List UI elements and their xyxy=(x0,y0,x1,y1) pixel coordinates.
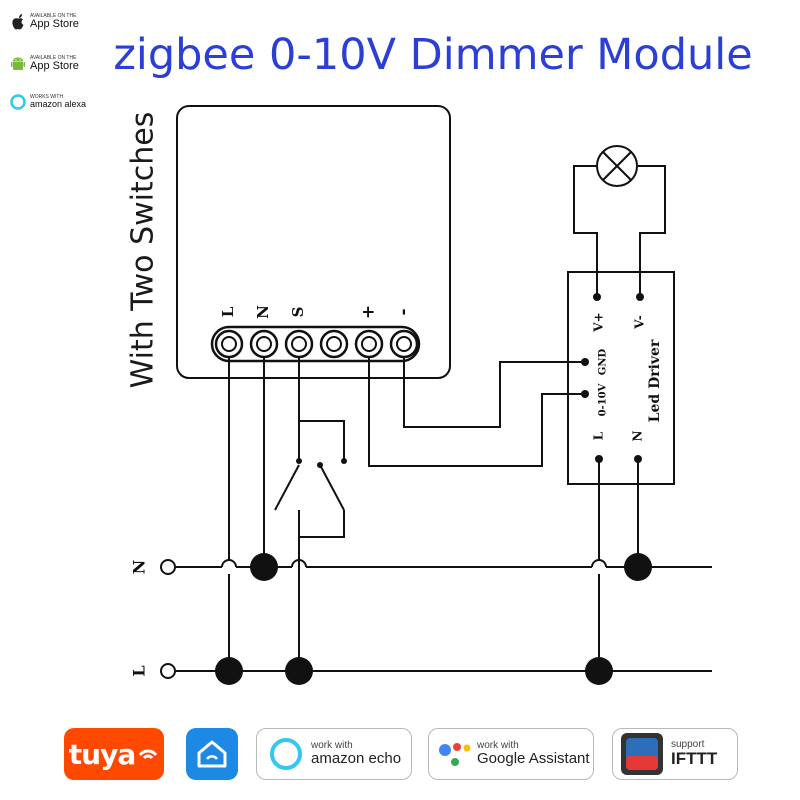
terminal-label-n: N xyxy=(254,305,272,319)
driver-label-gnd: GND xyxy=(598,348,609,375)
alexa-icon xyxy=(10,94,26,110)
alexa-icon xyxy=(270,738,302,770)
google-small-text: work with xyxy=(477,740,519,752)
driver-label-l: L xyxy=(592,431,606,440)
smart-home-badge[interactable] xyxy=(186,728,238,780)
android-icon xyxy=(10,56,26,72)
ifttt-small-text: support xyxy=(671,739,705,751)
terminal-label-l: L xyxy=(219,306,237,317)
terminal-screws xyxy=(214,329,419,359)
home-icon xyxy=(197,740,227,768)
terminal-label-plus: + xyxy=(359,305,379,319)
page-title: zigbee 0-10V Dimmer Module xyxy=(113,30,753,80)
google-assistant-badge[interactable]: work with Google Assistant xyxy=(428,728,594,780)
store-name: App Store xyxy=(30,60,79,72)
ifttt-icon xyxy=(621,733,663,775)
google-assistant-icon xyxy=(439,743,471,766)
dimmer-module-box xyxy=(176,105,451,379)
terminal-label-minus: - xyxy=(394,308,414,315)
store-name: amazon alexa xyxy=(30,99,87,109)
terminal-strip xyxy=(210,325,421,363)
driver-label-vplus: V+ xyxy=(592,312,606,332)
store-small-text: AVAILABLE ON THE xyxy=(30,13,77,19)
echo-small-text: work with xyxy=(311,740,353,752)
ifttt-badge[interactable]: support IFTTT xyxy=(612,728,738,780)
google-big-text: Google Assistant xyxy=(477,750,590,768)
junction-nodes xyxy=(215,553,652,685)
store-small-text: WORKS WITH xyxy=(30,94,64,100)
mains-n-label: N xyxy=(130,560,149,575)
wifi-icon xyxy=(139,749,158,760)
apple-icon xyxy=(10,14,26,30)
store-name: App Store xyxy=(30,18,79,30)
driver-label-n: N xyxy=(631,430,645,441)
tuya-logo: tuya xyxy=(68,737,136,771)
amazon-echo-badge[interactable]: work with amazon echo xyxy=(256,728,412,780)
terminal-label-s: S xyxy=(289,307,307,318)
driver-label-0-10v: 0-10V xyxy=(598,383,609,416)
led-driver-box xyxy=(567,271,675,485)
tuya-badge[interactable]: tuya xyxy=(64,728,164,780)
store-small-text: AVAILABLE ON THE xyxy=(30,55,77,61)
ifttt-big-text: IFTTT xyxy=(671,749,718,769)
driver-name: Led Driver xyxy=(647,339,663,422)
echo-big-text: amazon echo xyxy=(311,750,402,768)
driver-label-vminus: V- xyxy=(633,315,647,329)
mains-l-label: L xyxy=(130,665,149,676)
